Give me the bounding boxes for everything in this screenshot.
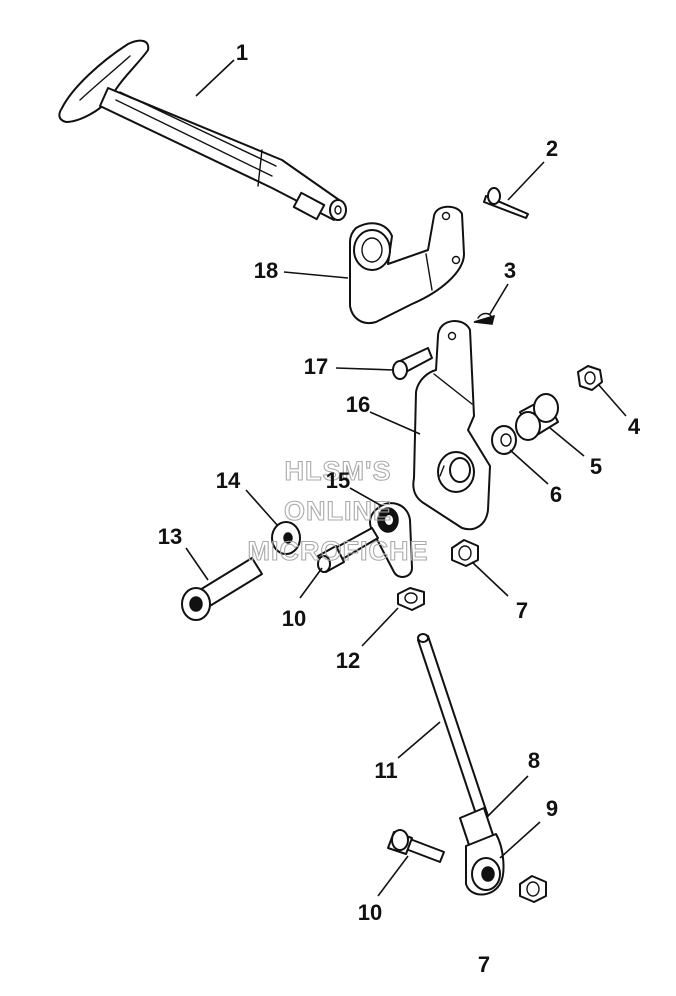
leader-4 <box>597 383 627 417</box>
callout-14: 14 <box>216 468 241 493</box>
watermark: HLSM'S ONLINE MICROFICHE <box>247 455 429 566</box>
callout-4: 4 <box>628 414 641 439</box>
leader-11 <box>397 721 441 759</box>
leader-10-lower <box>377 855 409 897</box>
leader-7-upper <box>471 561 509 597</box>
part-rod-end-lower <box>459 807 505 896</box>
callout-12: 12 <box>336 648 360 673</box>
part-cotter-pin <box>473 312 496 325</box>
part-rod-end <box>369 502 413 578</box>
part-shift-lever <box>58 39 347 221</box>
callout-18: 18 <box>254 258 278 283</box>
callout-3: 3 <box>504 258 516 283</box>
watermark-line-1: HLSM'S <box>285 456 392 486</box>
callout-8: 8 <box>528 748 540 773</box>
part-nut-12 <box>397 587 425 611</box>
part-pin <box>392 347 433 380</box>
leader-6 <box>509 449 549 485</box>
part-bolt-10-lower <box>387 829 445 863</box>
part-bracket-plate <box>349 205 465 324</box>
part-nut-7-lower <box>519 875 547 903</box>
leader-14 <box>245 489 279 527</box>
part-nut-7-upper <box>451 539 479 567</box>
callout-16: 16 <box>346 392 370 417</box>
part-bushing <box>515 393 559 441</box>
watermark-line-3: MICROFICHE <box>248 536 429 566</box>
callout-11: 11 <box>374 758 397 783</box>
part-washer-6 <box>491 425 517 455</box>
callout-7-upper: 7 <box>516 598 528 623</box>
part-rod <box>417 633 489 821</box>
leader-8 <box>487 775 529 817</box>
callout-7-lower: 7 <box>478 952 490 977</box>
leader-3 <box>489 283 509 315</box>
part-washer-14 <box>271 521 301 555</box>
callout-10-lower: 10 <box>358 900 382 925</box>
leader-lines <box>185 59 627 897</box>
callout-15: 15 <box>326 468 350 493</box>
part-nut-4 <box>577 365 603 391</box>
leader-10-upper <box>299 567 323 599</box>
part-socket-screw <box>181 557 263 621</box>
callout-2: 2 <box>546 136 558 161</box>
leader-15 <box>349 487 383 507</box>
callout-13: 13 <box>158 524 182 549</box>
leader-12 <box>361 607 399 647</box>
leader-2 <box>507 161 545 201</box>
callout-9: 9 <box>546 796 558 821</box>
part-bolt-10-upper <box>317 527 379 573</box>
callout-17: 17 <box>304 354 328 379</box>
callout-1: 1 <box>236 40 248 65</box>
callout-10-upper: 10 <box>282 606 306 631</box>
leader-5 <box>549 427 585 457</box>
callout-6: 6 <box>550 482 562 507</box>
callout-5: 5 <box>590 454 602 479</box>
leader-17 <box>335 367 395 371</box>
leader-18 <box>283 271 349 279</box>
leader-9 <box>499 821 541 859</box>
watermark-line-2: ONLINE <box>284 496 392 526</box>
leader-1 <box>195 59 235 97</box>
leader-16 <box>369 411 421 435</box>
part-clevis-pin <box>483 187 529 219</box>
callout-labels: 1 2 3 4 5 6 7 7 8 9 10 10 11 12 13 14 15… <box>158 40 641 977</box>
part-lever-bracket <box>412 320 491 531</box>
leader-13 <box>185 547 209 581</box>
